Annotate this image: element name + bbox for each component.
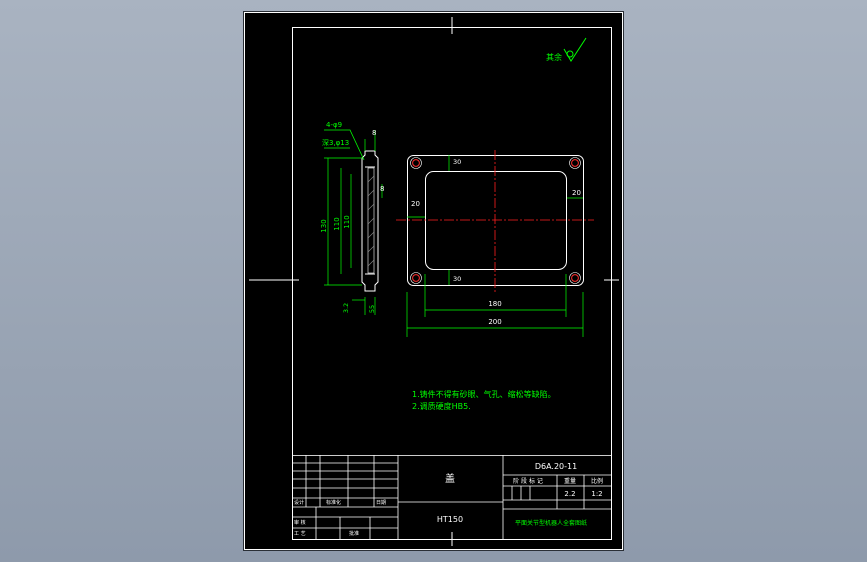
roughness-symbol: [563, 37, 587, 62]
company-name: 平面关节型机器人全套图纸: [515, 519, 587, 527]
section-hatch-area: [367, 167, 375, 274]
counterbore-label: 深3,φ13: [322, 138, 349, 147]
mass-value: 2.2: [564, 490, 575, 498]
dim-thickness-right: 8: [380, 185, 384, 193]
section-hatching: [367, 175, 375, 267]
scale-label: 比例: [591, 477, 603, 485]
material: HT150: [437, 515, 463, 524]
title-block: 盖 HT150 D6A.20-11 阶 段 标 记 重量 比例 2.2 1:2 …: [292, 455, 612, 540]
note-1: 1.铸件不得有砂眼、气孔、缩松等缺陷。: [412, 389, 556, 399]
dim-front-bottom: 30: [453, 275, 461, 283]
stage-label: 阶 段 标 记: [513, 477, 543, 485]
dim-side-overall: 130: [320, 219, 328, 232]
dim-front-left: 20: [411, 200, 420, 208]
dim-side-bottom: 55: [368, 305, 376, 313]
drawing-number: D6A.20-11: [535, 462, 577, 471]
hole-bottom-left: [412, 274, 420, 282]
centerlines: [396, 150, 594, 292]
dim-chamfer: 3.2: [342, 303, 350, 313]
scale-value: 1:2: [591, 490, 602, 498]
label-date: 日期: [376, 500, 386, 506]
drawing-canvas: 其余: [244, 12, 623, 550]
holes-label: 4-φ9: [326, 121, 342, 129]
hole-top-left: [412, 159, 420, 167]
label-process: 工 艺: [294, 531, 306, 537]
label-approve: 批准: [349, 530, 359, 537]
label-design: 设计: [294, 499, 304, 506]
sheet-border: [244, 12, 623, 550]
hole-bottom-right: [571, 274, 579, 282]
dim-side-inner-2: 110: [343, 215, 351, 228]
front-view: 30 20 20 30 180 200: [396, 150, 594, 337]
dim-thickness-top: 8: [372, 129, 376, 137]
window-outline: [425, 171, 567, 270]
dim-side-inner-1: 110: [333, 217, 341, 230]
technical-notes: 1.铸件不得有砂眼、气孔、缩松等缺陷。 2.调质硬度HB5.: [412, 389, 556, 411]
label-check: 审 核: [294, 519, 306, 526]
surface-note: 其余: [546, 52, 562, 62]
mounting-holes: [410, 157, 581, 284]
dim-inner-width: 180: [488, 300, 501, 308]
dim-overall-width: 200: [488, 318, 501, 326]
note-2: 2.调质硬度HB5.: [412, 401, 471, 411]
hole-top-right: [571, 159, 579, 167]
plate-outline: [407, 155, 584, 286]
drawing-sheet: 其余: [244, 12, 623, 550]
part-name: 盖: [445, 472, 455, 485]
dim-front-top: 30: [453, 158, 461, 166]
mass-label: 重量: [564, 477, 576, 485]
side-view: 4-φ9 深3,φ13 130 110: [320, 121, 384, 315]
dim-front-right: 20: [572, 189, 581, 197]
label-standardize: 标准化: [326, 499, 341, 506]
